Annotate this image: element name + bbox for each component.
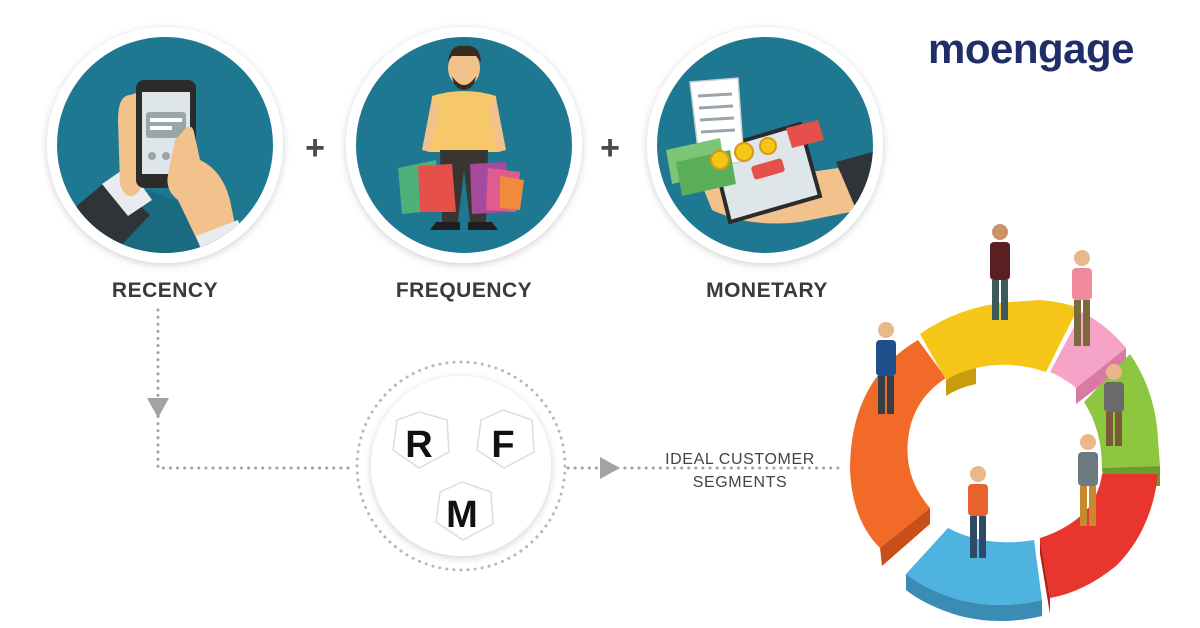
person-icon-5	[1078, 434, 1098, 526]
segment-ring	[850, 300, 1160, 621]
brand-logo: moengage	[928, 25, 1135, 72]
segments-line-1: IDEAL CUSTOMER	[665, 451, 815, 468]
rfm-letter-m: M	[446, 494, 478, 536]
recency-label: RECENCY	[111, 279, 219, 302]
m-pentagon	[435, 481, 494, 541]
person-icon-2	[990, 224, 1010, 320]
frequency-illustration	[346, 27, 582, 263]
ideal-customer-segments-label: IDEAL CUSTOMER SEGMENTS	[640, 448, 840, 494]
person-icon-6	[968, 466, 988, 558]
payment-receipt-icon	[666, 77, 873, 225]
person-icon-1	[876, 322, 896, 414]
rfm-letter-r: R	[405, 424, 433, 466]
plus-operator: +	[305, 129, 325, 167]
down-arrow-icon	[147, 398, 169, 418]
recency-illustration	[47, 27, 283, 263]
segments-line-2: SEGMENTS	[692, 474, 788, 491]
person-icon-3	[1072, 250, 1092, 346]
right-arrow-icon	[600, 457, 620, 479]
r-pentagon	[392, 411, 450, 469]
shopper-bags-icon	[398, 45, 524, 230]
monetary-label: MONETARY	[706, 279, 828, 302]
monetary-illustration	[647, 27, 883, 263]
rfm-letter-f: F	[491, 424, 515, 466]
frequency-label: FREQUENCY	[395, 279, 533, 302]
rfm-hub	[355, 360, 567, 572]
plus-operator: +	[600, 129, 620, 167]
flow-connectors	[156, 308, 842, 470]
f-pentagon	[476, 409, 535, 469]
person-icon-4	[1104, 364, 1124, 446]
